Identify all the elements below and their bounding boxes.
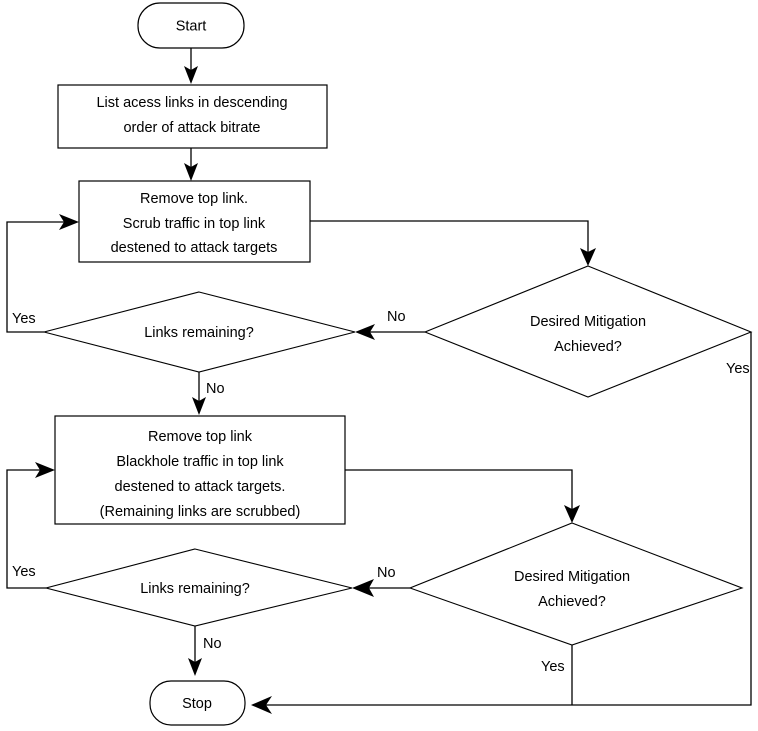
edge-dm1-no-to-dec1 bbox=[355, 324, 425, 340]
arrowhead-icon bbox=[184, 66, 198, 84]
node-blackhole-box-line-1: Remove top link bbox=[148, 429, 253, 445]
node-links-remaining-2-label: Links remaining? bbox=[140, 581, 250, 597]
edge-dec1-no-to-blackhole bbox=[192, 372, 206, 415]
arrowhead-icon bbox=[35, 462, 55, 478]
edge-label-dec2-no: No bbox=[203, 636, 222, 652]
node-scrub-box-line-3: destened to attack targets bbox=[111, 240, 278, 256]
node-desired-mitigation-1-line-2: Achieved? bbox=[554, 339, 622, 355]
edge-label-dec1-no: No bbox=[206, 381, 225, 397]
edge-dec2-no-to-stop bbox=[188, 626, 202, 676]
edge-scrub-to-dm1 bbox=[310, 220, 596, 266]
node-links-remaining-2[interactable]: Links remaining? bbox=[43, 548, 353, 627]
node-links-remaining-1-label: Links remaining? bbox=[144, 325, 254, 341]
edge-label-dm1-no: No bbox=[387, 309, 406, 325]
node-stop[interactable]: Stop bbox=[149, 680, 246, 726]
node-list-links[interactable]: List acess links in descending order of … bbox=[57, 84, 328, 149]
arrowhead-icon bbox=[59, 214, 79, 230]
arrowhead-icon bbox=[355, 324, 375, 340]
node-blackhole-box-line-4: (Remaining links are scrubbed) bbox=[100, 504, 301, 520]
node-stop-label: Stop bbox=[182, 696, 212, 712]
node-desired-mitigation-2-line-2: Achieved? bbox=[538, 594, 606, 610]
edge-label-dm1-yes: Yes bbox=[726, 361, 750, 377]
edge-dec2-yes-loop bbox=[6, 462, 55, 589]
arrowhead-icon bbox=[580, 248, 596, 266]
arrowhead-icon bbox=[192, 397, 206, 415]
edge-label-dec2-yes: Yes bbox=[12, 564, 36, 580]
node-desired-mitigation-1-line-1: Desired Mitigation bbox=[530, 314, 646, 330]
edge-blackhole-to-dm2 bbox=[344, 469, 580, 523]
node-scrub-box-line-1: Remove top link. bbox=[140, 191, 248, 207]
edge-label-dm2-no: No bbox=[377, 565, 396, 581]
node-desired-mitigation-2-line-1: Desired Mitigation bbox=[514, 569, 630, 585]
arrowhead-icon bbox=[188, 658, 202, 676]
edge-dec1-yes-loop bbox=[6, 214, 79, 333]
edge-list-to-scrub bbox=[184, 148, 198, 181]
edge-label-dm2-yes: Yes bbox=[541, 659, 565, 675]
node-desired-mitigation-2[interactable]: Desired Mitigation Achieved? bbox=[408, 522, 744, 646]
node-start[interactable]: Start bbox=[137, 2, 245, 49]
arrowhead-icon bbox=[184, 163, 198, 181]
arrowhead-icon bbox=[564, 505, 580, 523]
edge-label-dec1-yes: Yes bbox=[12, 311, 36, 327]
node-list-links-line-2: order of attack bitrate bbox=[123, 120, 260, 136]
node-list-links-line-1: List acess links in descending bbox=[96, 95, 287, 111]
node-blackhole-box-line-3: destened to attack targets. bbox=[115, 479, 286, 495]
node-blackhole-box[interactable]: Remove top link Blackhole traffic in top… bbox=[54, 415, 346, 525]
node-scrub-box[interactable]: Remove top link. Scrub traffic in top li… bbox=[78, 180, 311, 263]
node-scrub-box-line-2: Scrub traffic in top link bbox=[123, 216, 266, 232]
node-desired-mitigation-1[interactable]: Desired Mitigation Achieved? bbox=[423, 265, 753, 398]
node-links-remaining-1[interactable]: Links remaining? bbox=[43, 291, 356, 373]
edge-start-to-list bbox=[184, 48, 198, 84]
node-blackhole-box-line-2: Blackhole traffic in top link bbox=[116, 454, 284, 470]
arrowhead-icon bbox=[352, 579, 374, 597]
arrowhead-icon bbox=[251, 696, 272, 714]
node-start-label: Start bbox=[176, 18, 207, 34]
edge-dm1-yes-to-stop bbox=[251, 332, 752, 714]
edge-dm2-no-to-dec2 bbox=[352, 579, 410, 597]
